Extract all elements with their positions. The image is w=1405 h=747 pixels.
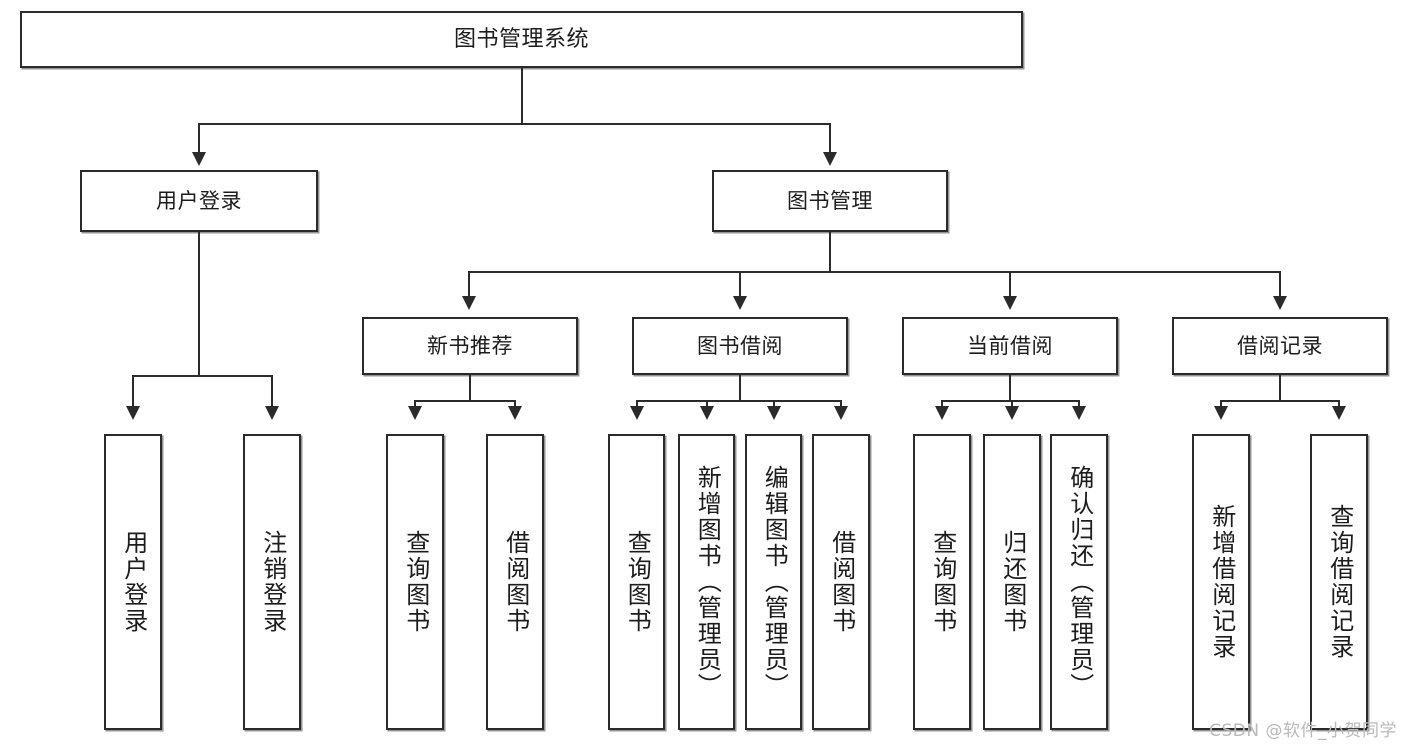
leaf-user-login-logout-label: 注销登录 bbox=[258, 530, 287, 634]
edge-new-book-branch-2 bbox=[514, 400, 516, 406]
node-book-borrow[interactable]: 图书借阅 bbox=[632, 317, 848, 375]
edge-bm-branch-1 bbox=[468, 271, 470, 296]
node-root[interactable]: 图书管理系统 bbox=[20, 11, 1023, 68]
leaf-book-borrow-edit[interactable]: 编辑图书（管理员） bbox=[745, 434, 802, 730]
edge-user-login-bus bbox=[132, 375, 271, 377]
edge-current-borrow-branch-1 bbox=[941, 400, 943, 406]
arrow-bm-to-new-book-recommend bbox=[462, 296, 476, 310]
leaf-book-borrow-query[interactable]: 查询图书 bbox=[608, 434, 665, 730]
edge-book-borrow-stem bbox=[739, 375, 741, 401]
edge-root-to-user-login bbox=[198, 123, 200, 152]
node-current-borrow[interactable]: 当前借阅 bbox=[902, 317, 1118, 375]
edge-book-management-stem bbox=[829, 232, 831, 272]
edge-bm-branch-3 bbox=[1009, 271, 1011, 296]
leaf-current-borrow-query[interactable]: 查询图书 bbox=[913, 434, 971, 730]
leaf-borrow-record-query[interactable]: 查询借阅记录 bbox=[1310, 434, 1368, 730]
leaf-current-borrow-confirm[interactable]: 确认归还（管理员） bbox=[1050, 434, 1108, 730]
leaf-user-login-login[interactable]: 用户登录 bbox=[104, 434, 162, 730]
edge-current-borrow-stem bbox=[1009, 375, 1011, 401]
leaf-borrow-record-add-label: 新增借阅记录 bbox=[1207, 504, 1236, 660]
leaf-current-borrow-return[interactable]: 归还图书 bbox=[983, 434, 1041, 730]
leaf-book-borrow-borrow[interactable]: 借阅图书 bbox=[812, 434, 870, 730]
node-book-management[interactable]: 图书管理 bbox=[712, 170, 948, 232]
arrow-current-borrow-leaf-2 bbox=[1005, 406, 1019, 420]
edge-current-borrow-branch-3 bbox=[1078, 400, 1080, 406]
arrow-borrow-record-leaf-2 bbox=[1332, 406, 1346, 420]
node-user-login[interactable]: 用户登录 bbox=[80, 170, 318, 232]
leaf-current-borrow-query-label: 查询图书 bbox=[928, 530, 957, 634]
node-current-borrow-label: 当前借阅 bbox=[967, 333, 1053, 358]
node-borrow-record-label: 借阅记录 bbox=[1237, 333, 1323, 358]
node-book-management-label: 图书管理 bbox=[787, 188, 873, 213]
edge-user-login-stem bbox=[198, 232, 200, 376]
edge-root-stem bbox=[521, 68, 523, 124]
edge-book-borrow-branch-3 bbox=[773, 400, 775, 406]
arrow-bm-to-current-borrow bbox=[1003, 296, 1017, 310]
arrow-bm-to-borrow-record bbox=[1273, 296, 1287, 310]
node-book-borrow-label: 图书借阅 bbox=[697, 333, 783, 358]
edge-new-book-bus bbox=[414, 400, 515, 402]
leaf-book-borrow-query-label: 查询图书 bbox=[623, 530, 652, 634]
leaf-new-book-query-label: 查询图书 bbox=[401, 530, 430, 634]
leaf-borrow-record-query-label: 查询借阅记录 bbox=[1325, 504, 1354, 660]
edge-borrow-record-stem bbox=[1279, 375, 1281, 401]
arrow-root-to-book-management bbox=[823, 152, 837, 166]
leaf-book-borrow-add[interactable]: 新增图书（管理员） bbox=[678, 434, 735, 730]
edge-root-to-book-management bbox=[829, 123, 831, 152]
leaf-current-borrow-confirm-label: 确认归还（管理员） bbox=[1065, 465, 1094, 699]
arrow-current-borrow-leaf-3 bbox=[1072, 406, 1086, 420]
node-new-book-recommend[interactable]: 新书推荐 bbox=[362, 317, 578, 375]
leaf-new-book-borrow[interactable]: 借阅图书 bbox=[486, 434, 544, 730]
leaf-user-login-login-label: 用户登录 bbox=[119, 530, 148, 634]
edge-user-login-branch-1 bbox=[132, 375, 134, 406]
leaf-book-borrow-borrow-label: 借阅图书 bbox=[827, 530, 856, 634]
arrow-book-borrow-leaf-1 bbox=[630, 406, 644, 420]
arrow-current-borrow-leaf-1 bbox=[935, 406, 949, 420]
edge-new-book-branch-1 bbox=[414, 400, 416, 406]
edge-book-borrow-branch-2 bbox=[706, 400, 708, 406]
edge-new-book-stem bbox=[469, 375, 471, 401]
node-borrow-record[interactable]: 借阅记录 bbox=[1172, 317, 1388, 375]
edge-book-borrow-bus bbox=[636, 400, 842, 402]
edge-borrow-record-branch-2 bbox=[1338, 400, 1340, 406]
arrow-book-borrow-leaf-4 bbox=[834, 406, 848, 420]
edge-book-borrow-branch-1 bbox=[636, 400, 638, 406]
leaf-user-login-logout[interactable]: 注销登录 bbox=[243, 434, 301, 730]
arrow-user-login-leaf-2 bbox=[265, 406, 279, 420]
node-new-book-recommend-label: 新书推荐 bbox=[427, 333, 513, 358]
edge-bm-branch-4 bbox=[1279, 271, 1281, 296]
arrow-user-login-leaf-1 bbox=[126, 406, 140, 420]
leaf-book-borrow-edit-label: 编辑图书（管理员） bbox=[760, 465, 789, 699]
leaf-new-book-borrow-label: 借阅图书 bbox=[501, 530, 530, 634]
arrow-book-borrow-leaf-2 bbox=[700, 406, 714, 420]
arrow-book-borrow-leaf-3 bbox=[767, 406, 781, 420]
arrow-bm-to-book-borrow bbox=[733, 296, 747, 310]
node-root-label: 图书管理系统 bbox=[453, 26, 589, 52]
edge-borrow-record-branch-1 bbox=[1220, 400, 1222, 406]
leaf-new-book-query[interactable]: 查询图书 bbox=[386, 434, 444, 730]
leaf-borrow-record-add[interactable]: 新增借阅记录 bbox=[1192, 434, 1250, 730]
edge-borrow-record-bus bbox=[1220, 400, 1339, 402]
node-user-login-label: 用户登录 bbox=[156, 188, 242, 213]
arrow-new-book-leaf-1 bbox=[408, 406, 422, 420]
edge-root-bus bbox=[199, 123, 831, 125]
edge-bm-branch-2 bbox=[739, 271, 741, 296]
edge-current-borrow-branch-2 bbox=[1011, 400, 1013, 406]
leaf-book-borrow-add-label: 新增图书（管理员） bbox=[693, 465, 722, 699]
edge-book-borrow-branch-4 bbox=[840, 400, 842, 406]
arrow-root-to-user-login bbox=[192, 152, 206, 166]
arrow-new-book-leaf-2 bbox=[508, 406, 522, 420]
edge-current-borrow-bus bbox=[941, 400, 1078, 402]
leaf-current-borrow-return-label: 归还图书 bbox=[998, 530, 1027, 634]
edge-book-management-bus bbox=[468, 271, 1280, 273]
edge-user-login-branch-2 bbox=[271, 375, 273, 406]
arrow-borrow-record-leaf-1 bbox=[1214, 406, 1228, 420]
